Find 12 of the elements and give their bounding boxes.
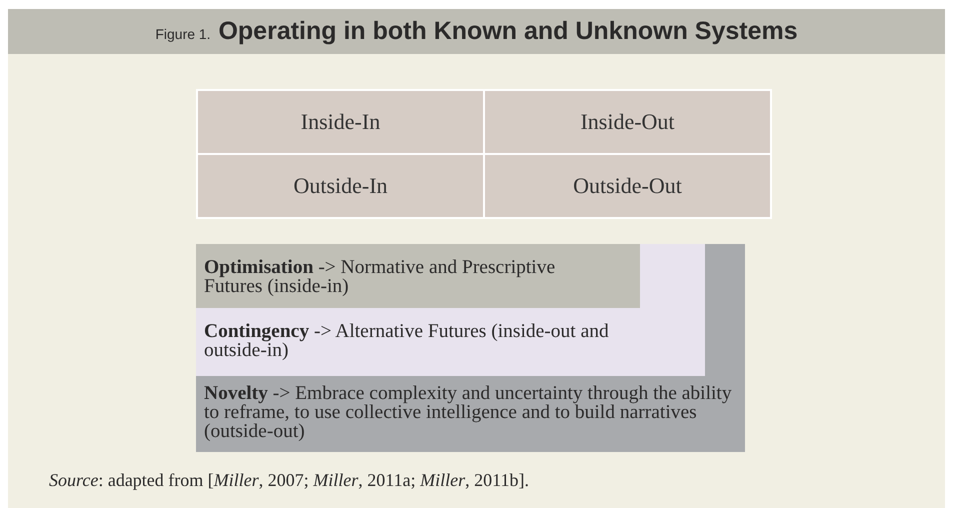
band-text: Contingency -> Alternative Futures (inside-out and outside-in) [204, 322, 610, 360]
category-band [196, 244, 705, 376]
category-band [196, 244, 640, 308]
figure-title: Figure 1. Operating in both Known and Unknown Systems [155, 17, 798, 46]
table-cell: Inside-In [196, 89, 485, 155]
table-cell: Inside-Out [483, 89, 772, 155]
source-caption: Source: adapted from [Miller, 2007; Miller, 2011a; Miller, 2011b]. [49, 470, 529, 491]
band-text: Optimisation -> Normative and Prescriptive Futures (inside-in) [204, 258, 556, 296]
table-cell: Outside-In [196, 153, 485, 219]
band-text: Novelty -> Embrace complexity and uncertainty through the ability to reframe, to use collective intelligence and to build narratives (outside-out) [204, 384, 733, 442]
table-cell: Outside-Out [483, 153, 772, 219]
category-band [196, 244, 745, 452]
